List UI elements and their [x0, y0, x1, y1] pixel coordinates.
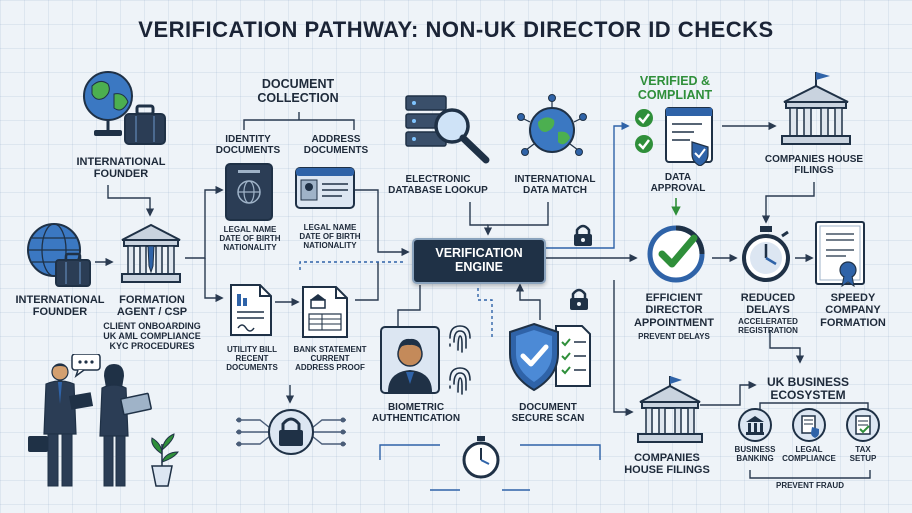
- bank-statement-icon: [300, 284, 350, 345]
- network-globe-icon: [516, 94, 588, 171]
- id-card-icon: [294, 166, 356, 215]
- efficient-director-appointment-details: PREVENT DELAYS: [638, 332, 710, 341]
- formation-agent-label: FORMATION AGENT / CSP: [116, 294, 188, 319]
- person-avatar-icon: [380, 326, 440, 399]
- reduced-delays-details: ACCELERATED REGISTRATION: [738, 317, 798, 335]
- database-server-icon: [402, 92, 498, 171]
- document-secure-scan-label: DOCUMENT SECURE SCAN: [511, 402, 585, 425]
- checklist-icon: [632, 104, 724, 171]
- data-approval-label: DATA APPROVAL: [650, 172, 706, 195]
- electronic-database-lookup-label: ELECTRONIC DATABASE LOOKUP: [388, 174, 488, 197]
- tax-document-icon: [846, 408, 880, 447]
- speedy-company-formation-label: SPEEDY COMPANY FORMATION: [820, 292, 886, 329]
- biometric-authentication-label: BIOMETRIC AUTHENTICATION: [371, 402, 461, 425]
- business-people-icon: [24, 353, 184, 499]
- formation-agent-details: CLIENT ONBOARDING UK AML COMPLIANCE KYC …: [103, 321, 201, 352]
- prevent-fraud-label: PREVENT FRAUD: [775, 481, 844, 490]
- international-founder-mid-label: INTERNATIONAL FOUNDER: [15, 294, 105, 319]
- fingerprint-icon: [446, 364, 474, 401]
- address-documents-label: ADDRESS DOCUMENTS: [303, 134, 369, 157]
- bank-statement-label: BANK STATEMENT CURRENT ADDRESS PROOF: [293, 345, 367, 372]
- shield-check-icon: [504, 320, 594, 401]
- stopwatch-icon: [460, 434, 502, 485]
- uk-business-ecosystem-label: UK BUSINESS ECOSYSTEM: [766, 375, 849, 403]
- globe-icon: [78, 64, 138, 149]
- passport-icon: [224, 162, 274, 227]
- utility-bill-label: UTILITY BILL RECENT DOCUMENTS: [226, 345, 278, 372]
- certificate-icon: [814, 220, 866, 293]
- page-title: VERIFICATION PATHWAY: NON-UK DIRECTOR ID…: [138, 17, 774, 42]
- government-building-icon: [778, 70, 854, 155]
- bank-icon: [738, 408, 772, 447]
- identity-documents-details: LEGAL NAME DATE OF BIRTH NATIONALITY: [219, 225, 281, 252]
- tax-setup-label: TAX SETUP: [849, 445, 877, 463]
- legal-document-icon: [792, 408, 826, 447]
- circuit-lock-icon: [236, 402, 346, 467]
- legal-compliance-label: LEGAL COMPLIANCE: [782, 445, 836, 463]
- identity-documents-label: IDENTITY DOCUMENTS: [215, 134, 281, 157]
- fingerprint-icon: [446, 322, 474, 359]
- efficient-director-appointment-label: EFFICIENT DIRECTOR APPOINTMENT: [633, 292, 715, 329]
- lock-icon: [568, 286, 590, 317]
- document-collection-label: DOCUMENT COLLECTION: [257, 77, 339, 105]
- efficient-check-icon: [646, 224, 706, 289]
- stopwatch-icon: [738, 224, 794, 289]
- reduced-delays-label: REDUCED DELAYS: [740, 292, 796, 317]
- international-founder-top-label: INTERNATIONAL FOUNDER: [76, 156, 166, 181]
- verified-compliant-label: VERIFIED & COMPLIANT: [637, 74, 713, 102]
- utility-bill-icon: [228, 282, 274, 343]
- companies-house-filings-bottom-label: COMPANIES HOUSE FILINGS: [624, 452, 710, 477]
- verification-engine-box: VERIFICATION ENGINE: [412, 238, 546, 284]
- suitcase-icon: [54, 252, 92, 293]
- address-documents-details: LEGAL NAME DATE OF BIRTH NATIONALITY: [299, 223, 361, 250]
- suitcase-icon: [122, 104, 168, 153]
- lock-icon: [572, 222, 594, 253]
- international-data-match-label: INTERNATIONAL DATA MATCH: [514, 174, 596, 197]
- companies-house-filings-top-label: COMPANIES HOUSE FILINGS: [764, 154, 864, 177]
- government-building-icon: [636, 374, 704, 453]
- business-banking-label: BUSINESS BANKING: [734, 445, 776, 463]
- bank-building-icon: [118, 222, 184, 293]
- verification-engine-label: VERIFICATION ENGINE: [435, 246, 523, 275]
